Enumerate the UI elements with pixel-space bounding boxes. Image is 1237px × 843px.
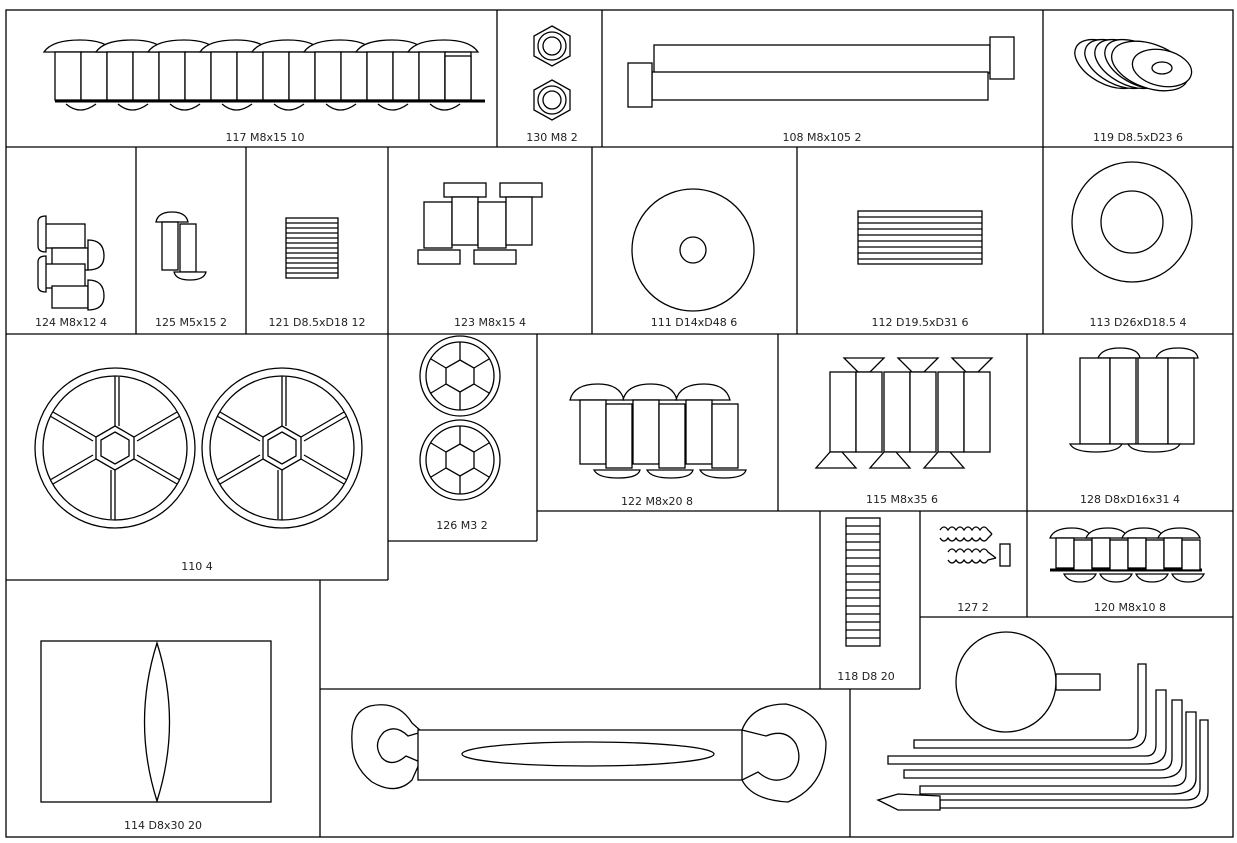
label-121: 121 D8.5xD18 12 [269, 316, 366, 329]
label-117: 117 M8x15 10 [226, 131, 305, 144]
small-wheel-pair-126 [419, 335, 501, 501]
screw-pair-125 [155, 211, 207, 281]
label-128: 128 D8xD16x31 4 [1080, 493, 1180, 506]
hex-key-set [876, 631, 1209, 811]
washer-stack-112 [857, 210, 983, 265]
spacer-bolt-group-128 [1068, 347, 1199, 453]
label-111: 111 D14xD48 6 [651, 316, 737, 329]
label-127: 127 2 [957, 601, 989, 614]
washer-111 [631, 188, 755, 312]
shaft-114 [40, 640, 272, 804]
spring-pair-127 [939, 526, 1011, 567]
label-108: 108 M8x105 2 [783, 131, 862, 144]
label-114: 114 D8x30 20 [124, 819, 202, 832]
label-125: 125 M5x15 2 [155, 316, 227, 329]
label-126: 126 M3 2 [436, 519, 487, 532]
washer-113 [1071, 161, 1193, 283]
washer-stack-119 [1074, 38, 1193, 92]
label-130: 130 M8 2 [526, 131, 577, 144]
label-119: 119 D8.5xD23 6 [1093, 131, 1183, 144]
label-120: 120 M8x10 8 [1094, 601, 1166, 614]
label-123: 123 M8x15 4 [454, 316, 526, 329]
bolt-row-120 [1049, 527, 1205, 583]
washer-stack-118 [845, 517, 881, 647]
long-bolt-108 [627, 36, 1015, 108]
label-118: 118 D8 20 [837, 670, 894, 683]
bolt-row-117 [42, 39, 485, 111]
label-122: 122 M8x20 8 [621, 495, 693, 508]
washer-stack-121 [285, 217, 339, 279]
label-112: 112 D19.5xD31 6 [872, 316, 969, 329]
wrench-tool [351, 703, 827, 803]
countersunk-screw-group-115 [814, 357, 993, 469]
nut-pair-130 [533, 25, 571, 121]
part-labels: 117 M8x15 10 130 M8 2 108 M8x105 2 119 D… [35, 131, 1186, 832]
bolt-group-122 [569, 383, 747, 479]
grid-lines [5, 9, 1234, 838]
label-113: 113 D26xD18.5 4 [1090, 316, 1187, 329]
label-124: 124 M8x12 4 [35, 316, 107, 329]
wheel-pair-110 [34, 367, 363, 529]
label-110: 110 4 [181, 560, 213, 573]
label-115: 115 M8x35 6 [866, 493, 938, 506]
hex-bolt-group-123 [417, 182, 543, 265]
bolt-group-124 [37, 215, 105, 311]
